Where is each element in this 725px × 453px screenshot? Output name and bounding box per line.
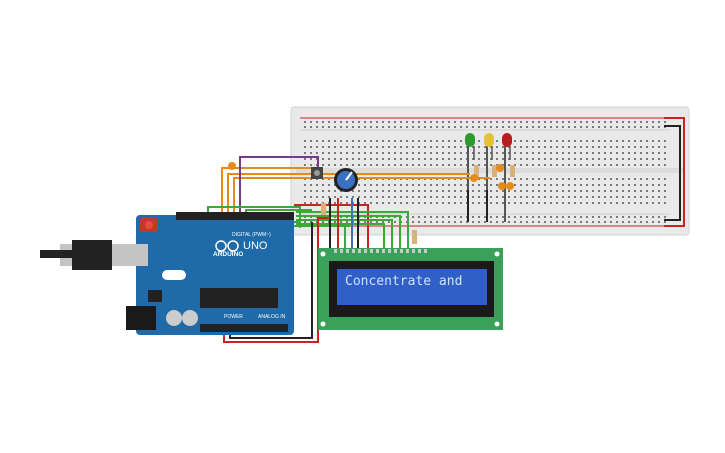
- power-label: POWER: [224, 314, 243, 320]
- lcd-module[interactable]: [318, 248, 503, 330]
- microcontroller-chip: [200, 288, 278, 308]
- arduino-board[interactable]: ARDUINO UNO DIGITAL (PWM~) POWER ANALOG …: [40, 212, 294, 335]
- led-yellow[interactable]: [484, 133, 494, 222]
- rail-wires[interactable]: [664, 117, 685, 227]
- power-jack: [126, 306, 156, 330]
- capacitor: [166, 310, 182, 326]
- digital-pins-label: DIGITAL (PWM~): [232, 232, 271, 238]
- wires[interactable]: [207, 156, 490, 343]
- lcd-screen: [337, 269, 487, 305]
- lcd-pins: [334, 249, 427, 253]
- usb-cable: [40, 250, 72, 258]
- lcd-resistor[interactable]: [321, 203, 417, 244]
- digital-header: [176, 212, 294, 220]
- arduino-logo-icon: [215, 240, 239, 252]
- pushbutton[interactable]: [311, 167, 323, 179]
- analog-in-label: ANALOG IN: [258, 314, 286, 320]
- arduino-model-label: UNO: [243, 240, 268, 252]
- breadboard-center-channel: [296, 168, 684, 173]
- regulator: [148, 290, 162, 302]
- arduino-brand-label: ARDUINO: [213, 251, 243, 258]
- lcd-display-text: Concentrate and: [345, 274, 463, 289]
- potentiometer[interactable]: [334, 168, 358, 192]
- crystal: [162, 270, 186, 280]
- capacitor: [182, 310, 198, 326]
- usb-cable-plug: [72, 240, 112, 270]
- power-analog-header: [200, 324, 288, 332]
